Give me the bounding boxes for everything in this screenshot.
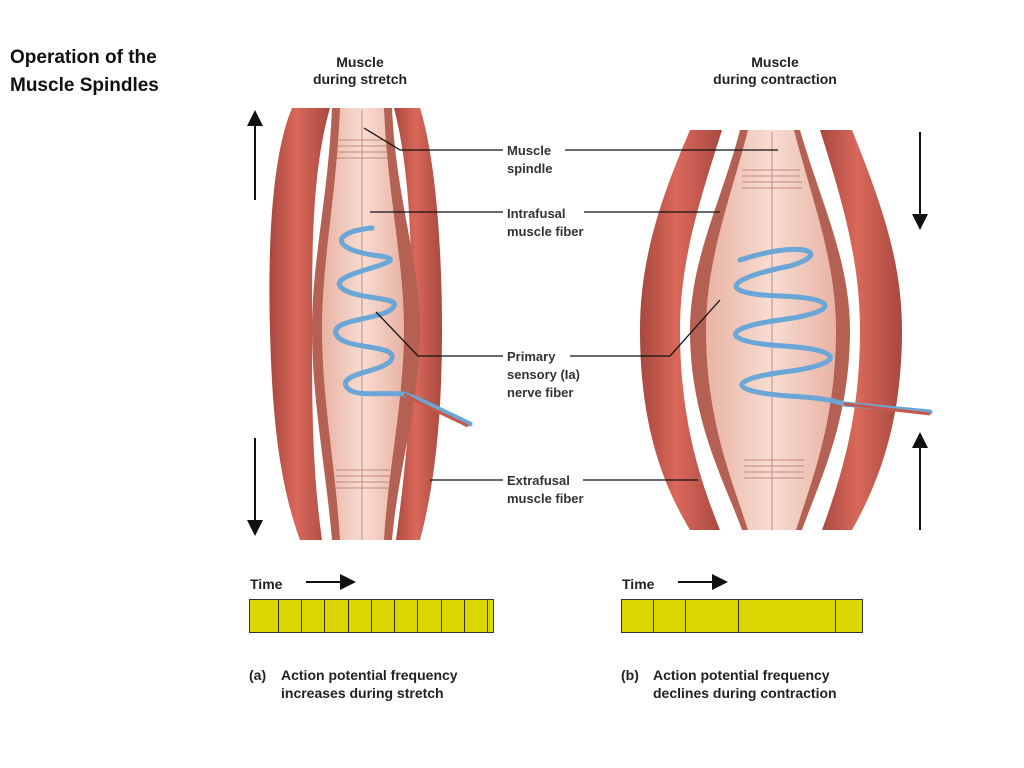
extrafusal-fiber-left-a — [269, 108, 330, 540]
intrafusal-fiber-b — [706, 130, 836, 530]
leader-lines — [363, 127, 778, 481]
action-potential-bar-b — [621, 599, 863, 633]
panel-a-action-potential-2 — [301, 600, 302, 632]
panel-a-heading: Muscle during stretch — [312, 54, 408, 87]
panel-b-action-potential-2 — [685, 600, 686, 632]
extrafusal-fiber-left-b — [640, 130, 722, 530]
panel-a-action-potential-1 — [278, 600, 279, 632]
panel-b-action-potential-4 — [835, 600, 836, 632]
action-potential-bar-a — [249, 599, 494, 633]
label-primary-sensory-nerve: Primary sensory (Ia) nerve fiber — [507, 349, 580, 400]
panel-a-action-potential-9 — [464, 600, 465, 632]
caption-a: (a) Action potential frequency increases… — [249, 667, 458, 701]
sensory-nerve-spiral-b — [733, 246, 933, 415]
panel-a-action-potential-10 — [487, 600, 488, 632]
time-label-b: Time — [622, 576, 655, 592]
panel-b-action-potential-1 — [653, 600, 654, 632]
panel-a-drawing — [247, 108, 473, 540]
time-label-a: Time — [250, 576, 283, 592]
panel-a-action-potential-6 — [394, 600, 395, 632]
label-extrafusal-fiber: Extrafusal muscle fiber — [507, 473, 584, 506]
sensory-nerve-spiral-a — [333, 225, 473, 427]
slide-title: Operation of the Muscle Spindles — [10, 47, 159, 96]
caption-b: (b) Action potential frequency declines … — [621, 667, 837, 701]
panel-a-action-potential-8 — [441, 600, 442, 632]
panel-b-drawing — [640, 130, 933, 530]
panel-a-action-potential-5 — [371, 600, 372, 632]
panel-b-action-potential-3 — [738, 600, 739, 632]
label-muscle-spindle: Muscle spindle — [507, 143, 553, 176]
label-intrafusal-fiber: Intrafusal muscle fiber — [507, 206, 584, 239]
intrafusal-fiber-a — [322, 108, 404, 540]
panel-a-action-potential-3 — [324, 600, 325, 632]
panel-a-action-potential-4 — [348, 600, 349, 632]
panel-b-heading: Muscle during contraction — [713, 54, 837, 87]
panel-a-action-potential-7 — [417, 600, 418, 632]
extrafusal-fiber-right-b — [820, 130, 902, 530]
